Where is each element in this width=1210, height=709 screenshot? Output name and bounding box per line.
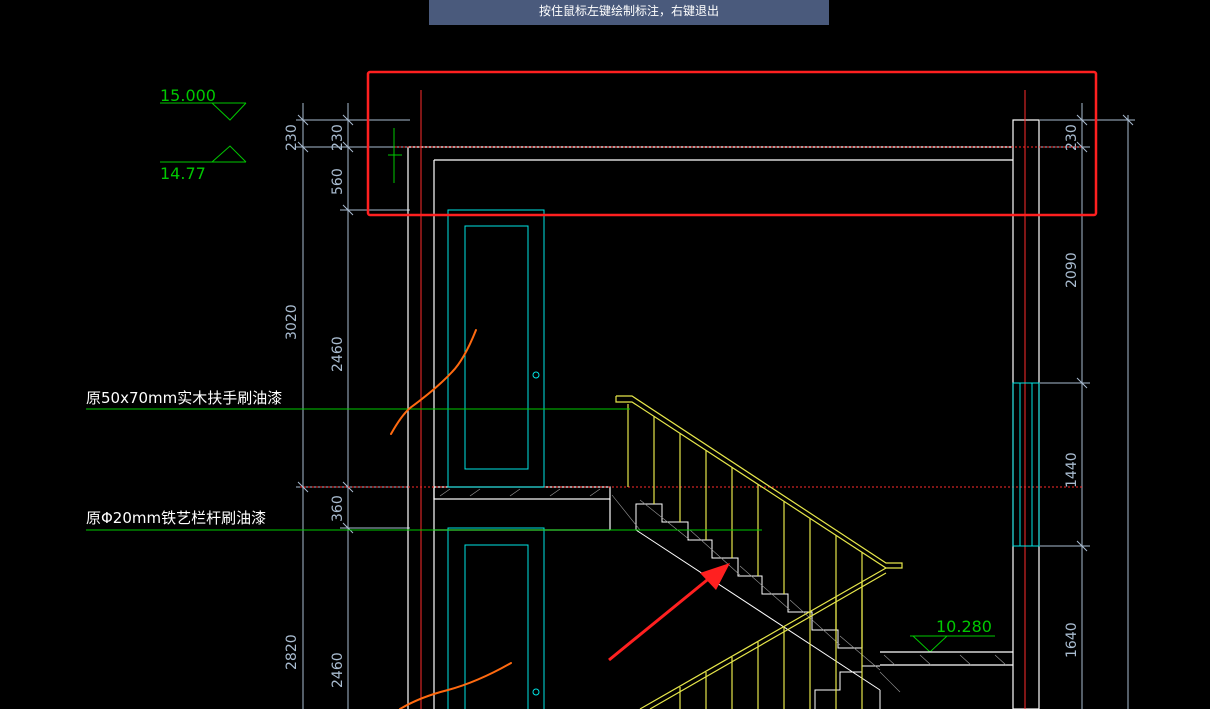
stair-railing	[615, 395, 903, 709]
dim-left-inner-2460-b: 2460	[330, 652, 346, 688]
red-arrow-annotation	[608, 563, 730, 662]
dim-right-230: 230	[1064, 124, 1080, 151]
dim-left-outer-3020: 3020	[284, 304, 300, 340]
elevation-label-slab: 14.77	[160, 164, 206, 183]
door-upper	[447, 209, 545, 488]
note-handrail: 原50x70mm实木扶手刷油漆	[86, 389, 282, 407]
dimension-lines-left	[296, 103, 410, 709]
dim-left-inner-2460-a: 2460	[330, 336, 346, 372]
dim-left-outer-2820: 2820	[284, 634, 300, 670]
orange-sketch-marks	[390, 329, 512, 709]
elevation-marker-landing	[910, 635, 995, 653]
stair-hatching	[439, 488, 1007, 693]
dim-left-outer-230: 230	[284, 124, 300, 151]
elevation-label-landing: 10.280	[936, 617, 992, 636]
centre-lines	[420, 90, 1026, 709]
elevation-label-top: 15.000	[160, 86, 216, 105]
dim-right-1440: 1440	[1064, 452, 1080, 488]
selection-rectangle[interactable]	[366, 70, 1098, 217]
dim-left-inner-230: 230	[330, 124, 346, 151]
note-baluster: 原Φ20mm铁艺栏杆刷油漆	[86, 509, 266, 527]
window-right	[1012, 382, 1040, 547]
elevation-marker-top	[160, 102, 247, 121]
stair-steps	[610, 503, 881, 709]
dim-left-inner-360: 360	[330, 495, 346, 522]
annotation-leaders	[86, 128, 762, 531]
command-tooltip: 按住鼠标左键绘制标注，右键退出	[429, 0, 829, 25]
door-lower	[447, 527, 545, 709]
dimension-lines-right	[1040, 103, 1135, 709]
dim-right-1640: 1640	[1064, 622, 1080, 658]
elevation-marker-slab	[160, 145, 247, 163]
dim-right-2090: 2090	[1064, 252, 1080, 288]
dim-left-inner-560: 560	[330, 168, 346, 195]
